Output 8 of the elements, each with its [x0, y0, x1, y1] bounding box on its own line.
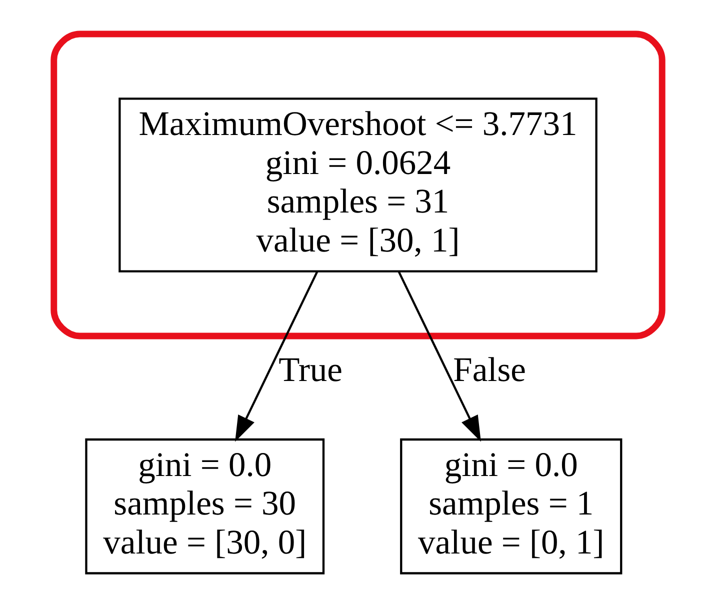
- node-box: gini = 0.0 samples = 1 value = [0, 1]: [400, 438, 622, 574]
- node-box: MaximumOvershoot <= 3.7731 gini = 0.0624 samples = 31 value = [30, 1]: [118, 98, 598, 272]
- arrow: [235, 270, 318, 442]
- arrow: [398, 270, 481, 442]
- edge-label: True: [278, 350, 343, 389]
- edge-label: False: [453, 350, 526, 389]
- cluster: [50, 30, 666, 340]
- node-box: gini = 0.0 samples = 30 value = [30, 0]: [85, 438, 325, 574]
